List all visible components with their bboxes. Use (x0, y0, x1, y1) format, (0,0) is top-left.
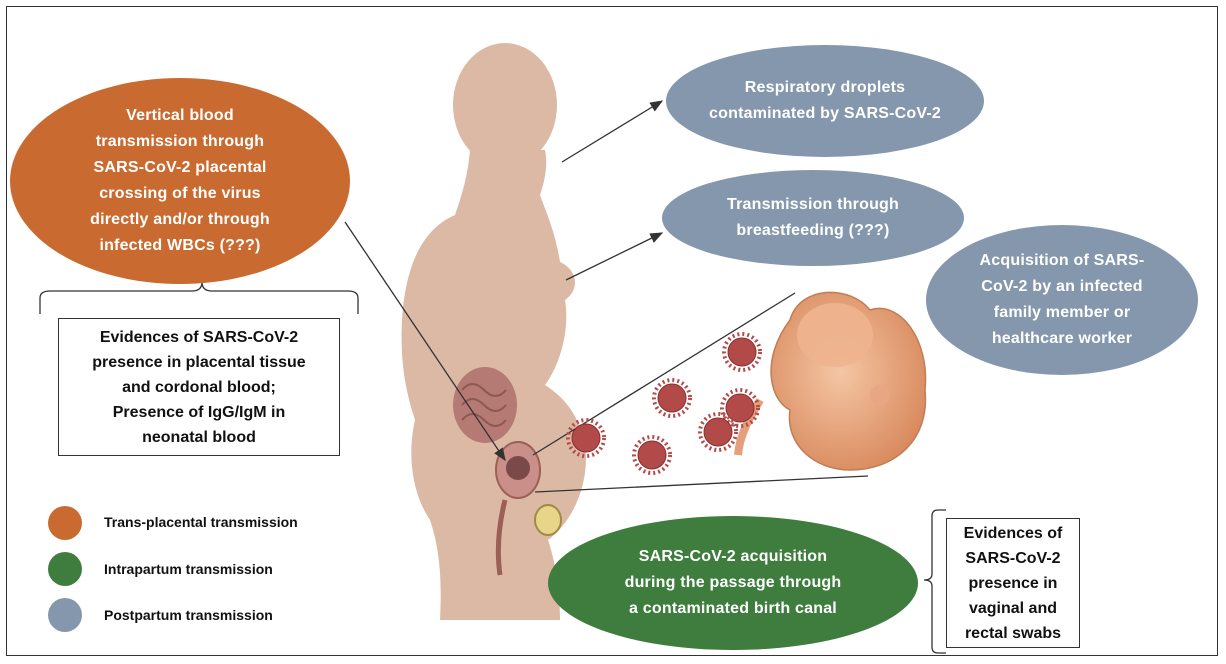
respiratory-droplets-text: Respiratory droplets contaminated by SAR… (709, 75, 941, 127)
embryo-connector-lower (535, 476, 868, 492)
legend-label-intrapartum: Intrapartum transmission (104, 561, 273, 577)
legend-swatch-trans-placental (48, 506, 82, 540)
virus-particle (634, 437, 670, 473)
legend-swatch-postpartum (48, 598, 82, 632)
birth-canal-text: SARS-CoV-2 acquisition during the passag… (625, 544, 842, 622)
placental-bracket (40, 282, 358, 314)
swab-evidence-text: Evidences of SARS-CoV-2 presence in vagi… (964, 521, 1063, 646)
embryo-illustration (738, 292, 926, 470)
placental-evidence-text: Evidences of SARS-CoV-2 presence in plac… (92, 325, 305, 450)
swab-bracket (924, 510, 946, 653)
virus-particle (700, 414, 736, 450)
vertical-transmission-oval: Vertical blood transmission through SARS… (10, 78, 350, 284)
virus-particle (724, 334, 760, 370)
breastfeeding-oval: Transmission through breastfeeding (???) (662, 170, 964, 266)
breastfeeding-arrow (566, 233, 662, 280)
intestines-illustration (453, 367, 517, 443)
vertical-transmission-text: Vertical blood transmission through SARS… (90, 103, 270, 259)
respiratory-arrow (562, 101, 662, 162)
virus-particles (568, 334, 760, 473)
embryo-connector-upper (533, 293, 795, 455)
breastfeeding-text: Transmission through breastfeeding (???) (727, 192, 899, 244)
legend-label-trans-placental: Trans-placental transmission (104, 514, 298, 530)
placental-evidence-box: Evidences of SARS-CoV-2 presence in plac… (58, 318, 340, 456)
legend-label-postpartum: Postpartum transmission (104, 607, 273, 623)
family-acquisition-oval: Acquisition of SARS- CoV-2 by an infecte… (926, 225, 1198, 375)
swab-evidence-box: Evidences of SARS-CoV-2 presence in vagi… (946, 518, 1080, 648)
pregnant-woman-silhouette (402, 43, 586, 620)
family-acquisition-text: Acquisition of SARS- CoV-2 by an infecte… (980, 248, 1145, 352)
respiratory-droplets-oval: Respiratory droplets contaminated by SAR… (666, 45, 984, 157)
virus-particle (654, 380, 690, 416)
legend-swatch-intrapartum (48, 552, 82, 586)
birth-canal-oval: SARS-CoV-2 acquisition during the passag… (548, 516, 918, 650)
